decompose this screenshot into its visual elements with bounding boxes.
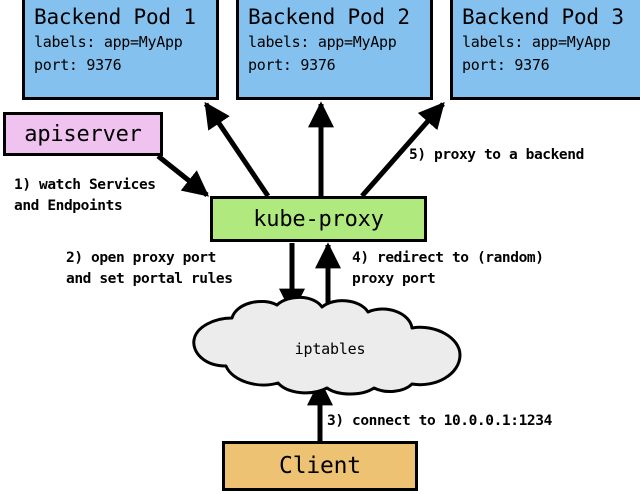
apiserver-label: apiserver xyxy=(24,121,142,147)
step-1-label: 1) watch Services and Endpoints xyxy=(14,175,156,217)
pod-2-title: Backend Pod 2 xyxy=(248,5,410,29)
pod-2-port: port: 9376 xyxy=(248,56,336,74)
step-3-line-1: 3) connect to 10.0.0.1:1234 xyxy=(327,413,552,429)
client-label: Client xyxy=(279,453,361,479)
apiserver-node: apiserver xyxy=(3,112,163,156)
step-4-line-2: proxy port xyxy=(352,271,436,287)
pod-1-title: Backend Pod 1 xyxy=(34,5,196,29)
step-3-label: 3) connect to 10.0.0.1:1234 xyxy=(327,411,552,432)
iptables-cloud-shape xyxy=(192,295,462,396)
step-4-line-1: 4) redirect to (random) xyxy=(352,250,544,266)
pod-2-labels: labels: app=MyApp xyxy=(248,33,397,51)
pod-1-labels: labels: app=MyApp xyxy=(34,33,183,51)
step-1-line-1: 1) watch Services xyxy=(14,177,156,193)
step-2-line-1: 2) open proxy port xyxy=(66,250,216,266)
pod-3-labels: labels: app=MyApp xyxy=(462,33,611,51)
step-2-label: 2) open proxy port and set portal rules xyxy=(66,248,233,290)
step-4-label: 4) redirect to (random) proxy port xyxy=(352,248,544,290)
iptables-label: iptables xyxy=(294,340,366,358)
pod-1-port: port: 9376 xyxy=(34,56,122,74)
step-2-line-2: and set portal rules xyxy=(66,271,233,287)
step-1-line-2: and Endpoints xyxy=(14,198,123,214)
client-node: Client xyxy=(222,441,418,491)
pod-3-port: port: 9376 xyxy=(462,56,550,74)
step-5-label: 5) proxy to a backend xyxy=(409,145,584,166)
pod-3-title: Backend Pod 3 xyxy=(462,5,624,29)
backend-pod-1: Backend Pod 1 labels: app=MyApp port: 93… xyxy=(22,0,219,100)
backend-pod-2: Backend Pod 2 labels: app=MyApp port: 93… xyxy=(236,0,433,100)
backend-pod-3: Backend Pod 3 labels: app=MyApp port: 93… xyxy=(450,0,640,100)
kube-proxy-label: kube-proxy xyxy=(253,206,384,232)
step-5-line-1: 5) proxy to a backend xyxy=(409,147,584,163)
kube-proxy-node: kube-proxy xyxy=(210,196,427,242)
